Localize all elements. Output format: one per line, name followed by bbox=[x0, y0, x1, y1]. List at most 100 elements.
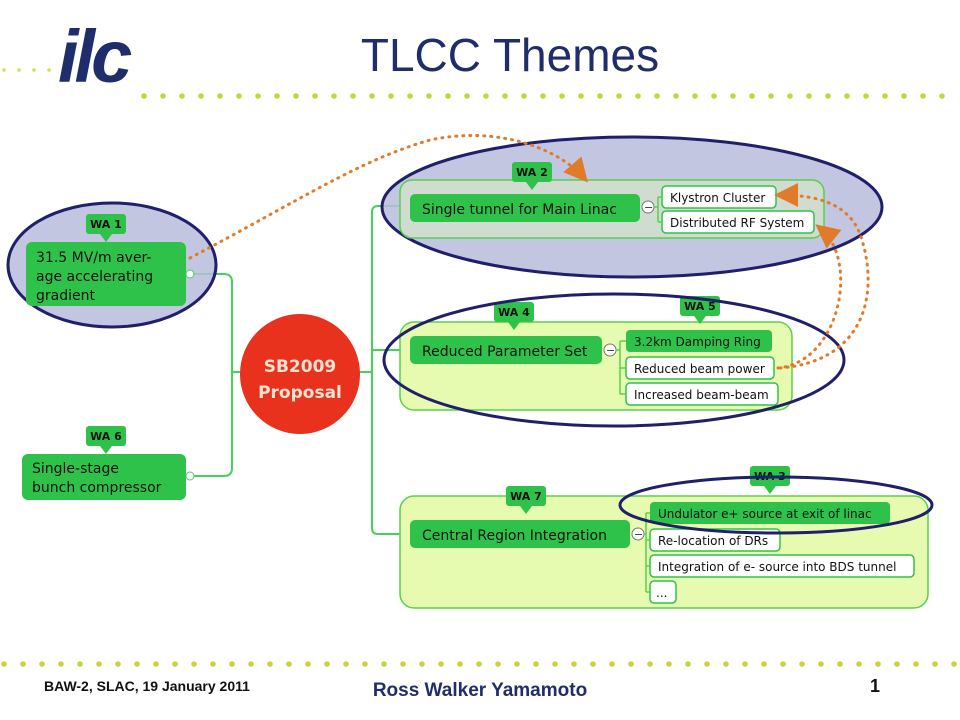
main-linac-node[interactable] bbox=[410, 194, 640, 222]
klystron-label: Klystron Cluster bbox=[670, 191, 765, 205]
rule-dot bbox=[172, 661, 178, 667]
rule-dot bbox=[685, 661, 691, 667]
gradient-line-3: gradient bbox=[36, 288, 95, 304]
rule-dot bbox=[502, 93, 508, 99]
undulator-highlight bbox=[618, 475, 934, 535]
rule-dot bbox=[400, 661, 406, 667]
rule-dot bbox=[324, 661, 330, 667]
gradient-line-1: 31.5 MV/m aver- bbox=[36, 250, 151, 266]
beam-beam-label: Increased beam-beam bbox=[634, 388, 769, 402]
wa-tag-4: WA 4 bbox=[494, 302, 534, 330]
rule-dot bbox=[483, 93, 489, 99]
collapse-symbol: − bbox=[644, 201, 653, 214]
rule-dot bbox=[160, 93, 166, 99]
gradient-node[interactable] bbox=[26, 242, 186, 306]
wa-tag-3: WA 3 bbox=[750, 466, 790, 494]
rule-dot bbox=[267, 661, 273, 667]
rule-dot bbox=[875, 661, 881, 667]
rule-dot bbox=[2, 68, 6, 72]
rule-dot bbox=[179, 93, 185, 99]
compressor-node[interactable] bbox=[22, 454, 186, 500]
rule-dot bbox=[407, 93, 413, 99]
rule-dot bbox=[115, 661, 121, 667]
rule-dot bbox=[818, 661, 824, 667]
rule-dot bbox=[331, 93, 337, 99]
rule-dot bbox=[761, 661, 767, 667]
footer-event: BAW-2, SLAC, 19 January 2011 bbox=[44, 678, 250, 694]
rule-dot bbox=[692, 93, 698, 99]
parameters-highlight bbox=[382, 292, 846, 428]
header-dots bbox=[2, 68, 945, 99]
wa-tag-7: WA 7 bbox=[506, 486, 546, 514]
rule-dot bbox=[540, 93, 546, 99]
page-number: 1 bbox=[870, 676, 881, 696]
rule-dot bbox=[20, 661, 26, 667]
parameters-items-bracket bbox=[616, 340, 626, 395]
rule-dot bbox=[312, 93, 318, 99]
rule-dot bbox=[932, 661, 938, 667]
rule-dot bbox=[533, 661, 539, 667]
rule-dot bbox=[920, 93, 926, 99]
rule-dot bbox=[47, 68, 51, 72]
rule-dot bbox=[578, 93, 584, 99]
ilc-logo: ilc bbox=[58, 15, 132, 98]
center-line-1: SB2009 bbox=[264, 357, 337, 377]
svg-text:WA 6: WA 6 bbox=[90, 430, 122, 443]
rule-dot bbox=[571, 661, 577, 667]
rule-dot bbox=[597, 93, 603, 99]
central-node[interactable] bbox=[410, 520, 630, 548]
rule-dot bbox=[882, 93, 888, 99]
svg-text:WA 4: WA 4 bbox=[498, 306, 530, 319]
rule-dot bbox=[635, 93, 641, 99]
rule-dot bbox=[628, 661, 634, 667]
damping-ring-node[interactable] bbox=[626, 330, 772, 352]
rule-dot bbox=[730, 93, 736, 99]
rule-dot bbox=[1, 661, 7, 667]
rule-dot bbox=[723, 661, 729, 667]
rule-dot bbox=[894, 661, 900, 667]
rule-dot bbox=[844, 93, 850, 99]
undulator-node[interactable] bbox=[650, 502, 890, 524]
central-items-bracket bbox=[644, 512, 650, 593]
rule-dot bbox=[369, 93, 375, 99]
connector-dot bbox=[185, 269, 195, 279]
svg-text:WA 7: WA 7 bbox=[510, 490, 542, 503]
rule-dot bbox=[141, 93, 147, 99]
rule-dot bbox=[39, 661, 45, 667]
central-label: Central Region Integration bbox=[422, 528, 607, 544]
compressor-line-2: bunch compressor bbox=[32, 480, 162, 496]
rule-dot bbox=[191, 661, 197, 667]
rule-dot bbox=[426, 93, 432, 99]
rule-dot bbox=[343, 661, 349, 667]
parameters-node[interactable] bbox=[410, 336, 602, 364]
rule-dot bbox=[666, 661, 672, 667]
rule-dot bbox=[559, 93, 565, 99]
rule-dot bbox=[419, 661, 425, 667]
rule-dot bbox=[476, 661, 482, 667]
rule-dot bbox=[350, 93, 356, 99]
gradient-line-2: age accelerating bbox=[36, 269, 153, 285]
rule-dot bbox=[616, 93, 622, 99]
rule-dot bbox=[362, 661, 368, 667]
slide-title: TLCC Themes bbox=[360, 29, 660, 81]
rule-dot bbox=[799, 661, 805, 667]
rule-dot bbox=[951, 661, 957, 667]
parameters-label: Reduced Parameter Set bbox=[422, 344, 588, 360]
collapse-symbol: − bbox=[634, 528, 643, 541]
damping-ring-label: 3.2km Damping Ring bbox=[634, 335, 761, 349]
rule-dot bbox=[153, 661, 159, 667]
rule-dot bbox=[647, 661, 653, 667]
rule-dot bbox=[495, 661, 501, 667]
rule-dot bbox=[590, 661, 596, 667]
svg-text:WA 1: WA 1 bbox=[90, 218, 122, 231]
center-node[interactable] bbox=[240, 314, 360, 434]
relocation-label: Re-location of DRs bbox=[658, 534, 768, 548]
rule-dot bbox=[134, 661, 140, 667]
rule-dot bbox=[780, 661, 786, 667]
compressor-line-1: Single-stage bbox=[32, 461, 119, 477]
rule-dot bbox=[609, 661, 615, 667]
rule-dot bbox=[464, 93, 470, 99]
rule-dot bbox=[77, 661, 83, 667]
main-linac-label: Single tunnel for Main Linac bbox=[422, 202, 617, 218]
